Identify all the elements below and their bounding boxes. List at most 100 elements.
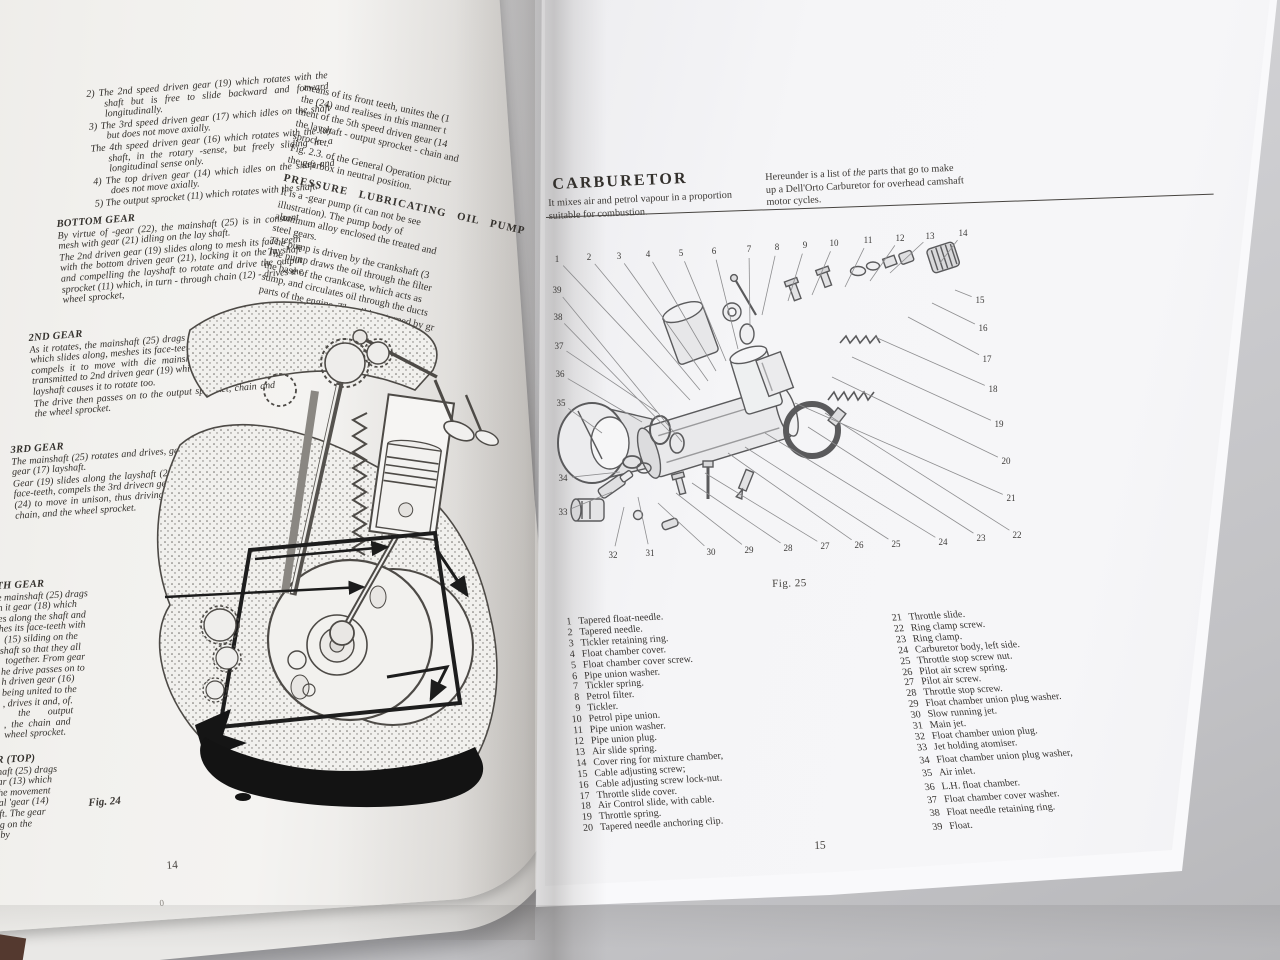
callout-number: 32 bbox=[609, 550, 618, 560]
part-number: 35 bbox=[921, 768, 934, 780]
callout-number: 20 bbox=[1002, 456, 1012, 466]
right-page-number: 15 bbox=[814, 839, 826, 852]
leader-line bbox=[691, 482, 781, 544]
callout-number: 14 bbox=[959, 228, 969, 238]
leader-line bbox=[907, 316, 980, 356]
callout-number: 11 bbox=[864, 235, 873, 245]
callout-number: 16 bbox=[979, 323, 989, 333]
leader-line bbox=[623, 263, 709, 382]
callout-number: 19 bbox=[995, 419, 1005, 429]
figure-24-caption: Fig. 24 bbox=[88, 794, 122, 809]
callout-number: 34 bbox=[559, 473, 569, 483]
part-number: 36 bbox=[923, 781, 936, 793]
leader-line bbox=[889, 241, 924, 274]
part-number: 39 bbox=[931, 821, 944, 833]
callout-number: 18 bbox=[989, 384, 999, 394]
desk-shadow bbox=[0, 905, 1280, 960]
leader-line bbox=[704, 472, 818, 542]
leader-line bbox=[744, 446, 889, 540]
leader-line bbox=[675, 492, 743, 545]
leader-line bbox=[562, 265, 691, 401]
callout-number: 1 bbox=[555, 254, 560, 264]
leader-line bbox=[811, 251, 831, 296]
callout-number: 29 bbox=[745, 545, 755, 555]
callout-number: 2 bbox=[587, 252, 592, 262]
part-number: 20 bbox=[582, 822, 594, 835]
leader-line bbox=[715, 259, 739, 350]
callout-number: 6 bbox=[712, 246, 717, 256]
callout-number: 12 bbox=[896, 233, 905, 243]
callout-number: 30 bbox=[707, 547, 717, 557]
left-page-number: 14 bbox=[166, 859, 179, 872]
leader-line bbox=[571, 471, 621, 478]
leader-line bbox=[794, 402, 1003, 495]
leader-line bbox=[637, 496, 649, 545]
callout-number: 9 bbox=[803, 240, 808, 250]
callout-number: 3 bbox=[617, 251, 622, 261]
cylinder-and-piston bbox=[368, 393, 456, 542]
leader-line bbox=[567, 378, 643, 423]
part-number: 34 bbox=[918, 755, 931, 767]
leader-line bbox=[807, 426, 974, 534]
callout-number: 27 bbox=[821, 541, 831, 551]
callout-number: 35 bbox=[557, 398, 567, 408]
callout-number: 4 bbox=[646, 249, 651, 259]
callout-number: 24 bbox=[939, 537, 949, 547]
callout-number: 13 bbox=[926, 231, 936, 241]
callout-number: 8 bbox=[775, 242, 780, 252]
figure-25-caption: Fig. 25 bbox=[772, 577, 807, 590]
leader-line bbox=[727, 452, 852, 541]
callout-number: 39 bbox=[553, 285, 563, 295]
callout-number: 21 bbox=[1007, 493, 1016, 503]
leader-line bbox=[761, 255, 776, 316]
parts-list-left: 1 Tapered float-needle. 2 Tapered needle… bbox=[556, 610, 730, 835]
part-label: Air inlet. bbox=[938, 766, 977, 779]
part-number: 38 bbox=[928, 807, 941, 820]
callout-number: 36 bbox=[556, 369, 566, 379]
leader-line bbox=[844, 247, 865, 288]
leader-line bbox=[939, 239, 958, 264]
callout-number: 22 bbox=[1013, 530, 1022, 540]
leader-line bbox=[931, 302, 976, 325]
callout-number: 37 bbox=[555, 341, 565, 351]
leader-line bbox=[874, 336, 985, 386]
callout-number: 25 bbox=[892, 539, 902, 549]
engine-cutaway-figure bbox=[156, 301, 499, 808]
leader-line bbox=[594, 263, 701, 391]
valve-spring bbox=[350, 412, 368, 556]
callout-number: 23 bbox=[977, 533, 987, 543]
leader-line bbox=[563, 323, 671, 433]
leader-line bbox=[954, 289, 972, 298]
callout-number: 5 bbox=[679, 248, 684, 258]
leader-line bbox=[748, 257, 751, 328]
callout-number: 15 bbox=[976, 295, 986, 305]
leader-line bbox=[657, 502, 705, 547]
leader-line bbox=[614, 506, 625, 547]
callout-number: 17 bbox=[983, 354, 993, 364]
callout-number: 38 bbox=[554, 312, 564, 322]
leader-line bbox=[684, 261, 727, 362]
callout-number: 26 bbox=[855, 540, 865, 550]
callout-number: 33 bbox=[559, 507, 569, 517]
leader-line bbox=[869, 245, 896, 282]
callout-number: 31 bbox=[646, 548, 655, 558]
part-number: 33 bbox=[916, 741, 929, 754]
leader-line bbox=[562, 296, 683, 443]
part-number: 37 bbox=[926, 794, 939, 807]
leader-line bbox=[787, 253, 803, 302]
leader-line bbox=[566, 350, 658, 413]
oil-sump bbox=[200, 737, 484, 808]
leader-line bbox=[851, 356, 991, 421]
callout-number: 10 bbox=[830, 238, 840, 248]
callout-number: 28 bbox=[784, 543, 794, 553]
leader-line bbox=[571, 491, 613, 509]
leader-line bbox=[568, 407, 603, 434]
leader-line bbox=[824, 412, 1010, 531]
callout-number: 7 bbox=[747, 244, 752, 254]
part-label: Float. bbox=[948, 819, 974, 832]
